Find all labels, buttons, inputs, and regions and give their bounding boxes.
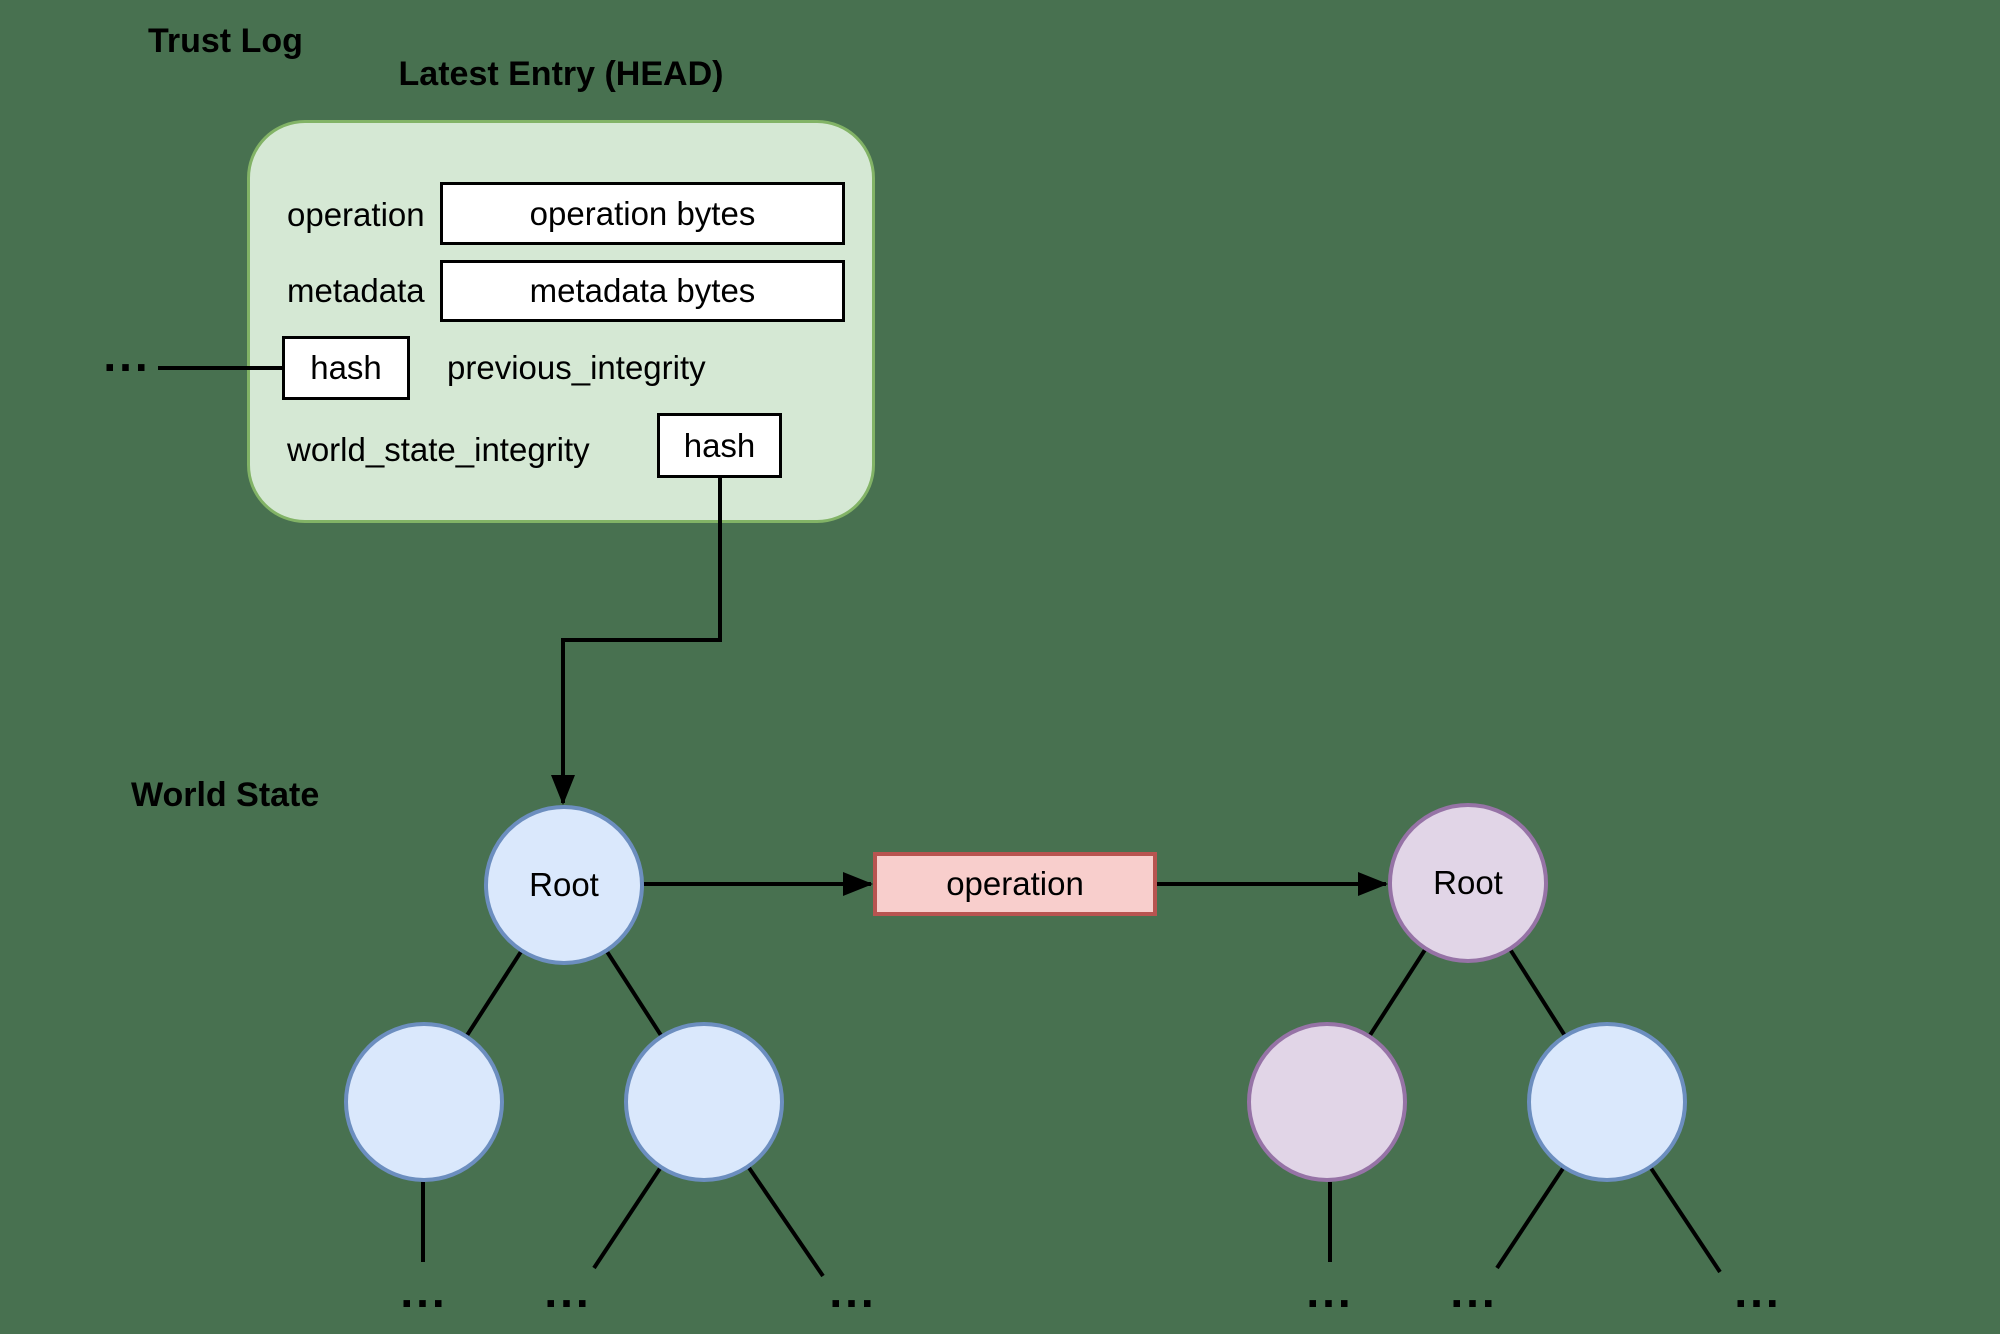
right-tree-child-node-1 <box>1247 1022 1407 1182</box>
world-state-integrity-hash-box: hash <box>657 413 782 478</box>
previous-integrity-hash-box: hash <box>282 336 410 400</box>
operation-transition-box: operation <box>873 852 1157 916</box>
arrow-world-state-hash-to-root <box>551 478 722 805</box>
world-state-integrity-label: world_state_integrity <box>287 431 590 468</box>
world-state-title: World State <box>131 776 320 814</box>
right-tree-leaf-ellipsis-2: ... <box>1450 1265 1498 1317</box>
left-tree-child-node-2 <box>624 1022 784 1182</box>
operation-bytes-box: operation bytes <box>440 182 845 245</box>
right-tree-leaf-ellipsis-3: ... <box>1734 1265 1782 1317</box>
left-tree-leaf-ellipsis-2: ... <box>544 1265 592 1317</box>
right-tree-leaf-ellipsis-1: ... <box>1306 1265 1354 1317</box>
right-tree-child-node-2 <box>1527 1022 1687 1182</box>
left-tree-child-node-1 <box>344 1022 504 1182</box>
left-tree-leaf-ellipsis-1: ... <box>400 1265 448 1317</box>
older-entries-ellipsis: ... <box>103 329 151 381</box>
latest-entry-title: Latest Entry (HEAD) <box>398 55 724 93</box>
left-tree-leaf-ellipsis-3: ... <box>829 1265 877 1317</box>
metadata-field-label: metadata <box>287 272 425 309</box>
trust-log-title: Trust Log <box>148 22 303 60</box>
right-tree-root-node: Root <box>1388 803 1548 963</box>
left-tree-root-node: Root <box>484 805 644 965</box>
operation-field-label: operation <box>287 196 425 233</box>
previous-integrity-label: previous_integrity <box>447 349 706 386</box>
metadata-bytes-box: metadata bytes <box>440 260 845 322</box>
